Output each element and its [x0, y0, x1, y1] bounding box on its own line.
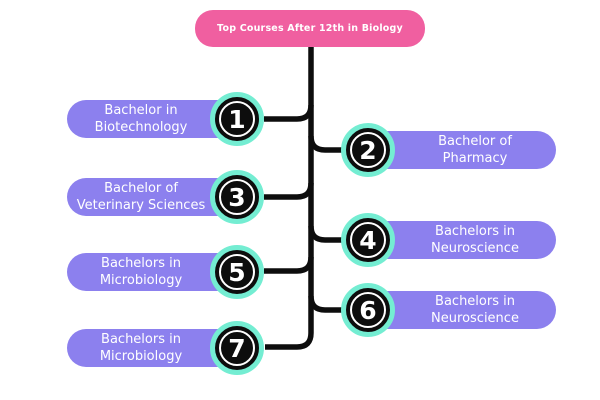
badge-2-inner-ring [350, 132, 386, 168]
badge-5-number: 5 [228, 257, 246, 287]
course-4-line1: Bachelors in [435, 223, 515, 239]
number-badge-4: 4 [341, 213, 395, 267]
connector-branch-4 [308, 225, 342, 243]
connector-branch-3 [264, 182, 314, 200]
course-1-line1: Bachelor in [104, 102, 178, 118]
badge-6-inner-ring [350, 292, 386, 328]
badge-1-inner-ring [219, 101, 255, 137]
course-6-line2: Neuroscience [431, 311, 519, 326]
badge-3-number: 3 [228, 182, 246, 212]
connector-branch-6 [308, 295, 342, 313]
course-3-line2: Veterinary Sciences [76, 198, 206, 213]
badge-7-number: 7 [228, 333, 246, 363]
badge-2-number: 2 [359, 135, 377, 165]
connector-branch-1 [264, 104, 314, 122]
course-7-line2: Microbiology [99, 349, 183, 364]
badge-4-number: 4 [359, 225, 377, 255]
number-badge-1: 1 [210, 92, 264, 146]
badge-7-inner-ring [219, 330, 255, 366]
course-5-line2: Microbiology [99, 273, 183, 288]
badge-1-number: 1 [228, 104, 246, 134]
connector-branch-2 [308, 135, 342, 153]
number-badge-6: 6 [341, 283, 395, 337]
connector-trunk [265, 47, 314, 350]
course-4-line2: Neuroscience [431, 241, 519, 256]
number-badge-3: 3 [210, 170, 264, 224]
badge-5-inner-ring [219, 254, 255, 290]
connector-branch-5 [264, 256, 314, 274]
course-5-line1: Bachelors in [101, 255, 181, 271]
badge-4-inner-ring [350, 222, 386, 258]
badge-3-inner-ring [219, 179, 255, 215]
number-badge-2: 2 [341, 123, 395, 177]
diagram-title: Top Courses After 12th in Biology [195, 10, 425, 47]
course-7-line1: Bachelors in [101, 331, 181, 347]
number-badge-5: 5 [210, 245, 264, 299]
course-1-line2: Biotechnology [94, 120, 188, 135]
course-3-line1: Bachelor of [104, 180, 178, 196]
course-6-line1: Bachelors in [435, 293, 515, 309]
number-badge-7: 7 [210, 321, 264, 375]
badge-6-number: 6 [359, 295, 377, 325]
course-2-line2: Pharmacy [442, 151, 508, 166]
course-2-line1: Bachelor of [438, 133, 512, 149]
